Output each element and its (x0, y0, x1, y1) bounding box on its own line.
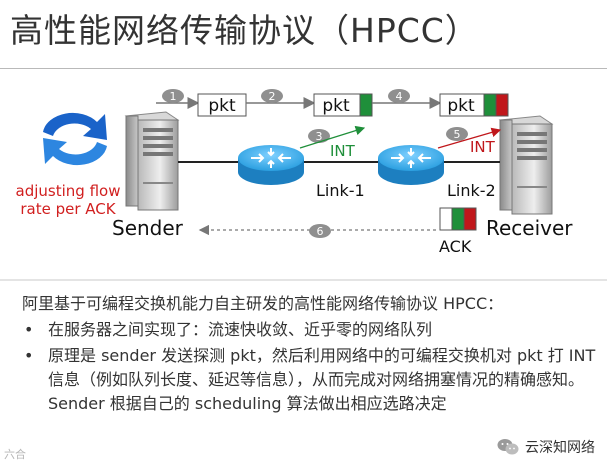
ack-packet (439, 207, 477, 231)
int-label-1: INT (330, 142, 356, 160)
receiver-server (498, 115, 554, 215)
watermark-right: 云深知网络 (493, 435, 599, 459)
int-label-2: INT (470, 138, 496, 156)
svg-text:1: 1 (170, 90, 177, 103)
wechat-icon (497, 439, 519, 455)
refresh-icon (43, 112, 107, 166)
title-divider (0, 68, 607, 69)
hpcc-description: 阿里基于可编程交换机能力自主研发的高性能网络传输协议 HPCC： • 在服务器之… (22, 292, 600, 418)
step-1-badge: 1 (162, 89, 184, 103)
int-arrow-1 (299, 125, 366, 149)
bullet-list: • 在服务器之间实现了：流速快收敛、近乎零的网络队列 • 原理是 sender … (22, 318, 600, 416)
watermark-left: 六合 (4, 448, 26, 461)
int-arrow-2 (437, 127, 502, 149)
bullet-dot: • (24, 346, 34, 365)
step-5-badge: 5 (446, 127, 468, 141)
step-6-badge: 6 (309, 224, 331, 238)
bullet-item: • 原理是 sender 发送探测 pkt，然后利用网络中的可编程交换机对 pk… (22, 344, 600, 416)
adjust-text-line2: rate per ACK (20, 200, 116, 218)
link-2-label: Link-2 (447, 181, 496, 200)
bullet-text: 在服务器之间实现了：流速快收敛、近乎零的网络队列 (48, 320, 433, 339)
bullet-item: • 在服务器之间实现了：流速快收敛、近乎零的网络队列 (22, 318, 600, 342)
svg-text:6: 6 (317, 225, 324, 238)
step-3-badge: 3 (308, 129, 330, 143)
svg-text:4: 4 (396, 90, 403, 103)
svg-text:2: 2 (269, 90, 276, 103)
ack-label: ACK (439, 237, 472, 256)
sender-server (124, 111, 180, 211)
bullet-dot: • (24, 320, 34, 339)
switch-2-icon (378, 145, 444, 185)
packet-2: pkt (313, 93, 373, 117)
int-tag-green (483, 93, 497, 117)
svg-text:pkt: pkt (447, 96, 475, 116)
watermark-text: 云深知网络 (525, 440, 595, 456)
intro-text: 阿里基于可编程交换机能力自主研发的高性能网络传输协议 HPCC： (22, 294, 504, 313)
receiver-label: Receiver (486, 216, 573, 240)
svg-text:pkt: pkt (208, 96, 236, 116)
packet-3: pkt (439, 93, 509, 117)
sender-label: Sender (112, 216, 184, 240)
step-2-badge: 2 (261, 89, 283, 103)
link-1-label: Link-1 (316, 181, 365, 200)
step-4-badge: 4 (388, 89, 410, 103)
adjust-text-line1: adjusting flow (16, 182, 121, 200)
packet-1: pkt (197, 93, 247, 117)
svg-text:pkt: pkt (322, 96, 350, 116)
svg-text:3: 3 (316, 130, 323, 143)
int-tag-green (359, 93, 373, 117)
int-tag-red (495, 93, 509, 117)
svg-text:5: 5 (454, 128, 461, 141)
bullet-text: 原理是 sender 发送探测 pkt，然后利用网络中的可编程交换机对 pkt … (48, 346, 596, 413)
switch-1-icon (238, 145, 304, 185)
hpcc-diagram: adjusting flow rate per ACK (0, 89, 607, 281)
page-title: 高性能网络传输协议（HPCC） (10, 11, 479, 50)
